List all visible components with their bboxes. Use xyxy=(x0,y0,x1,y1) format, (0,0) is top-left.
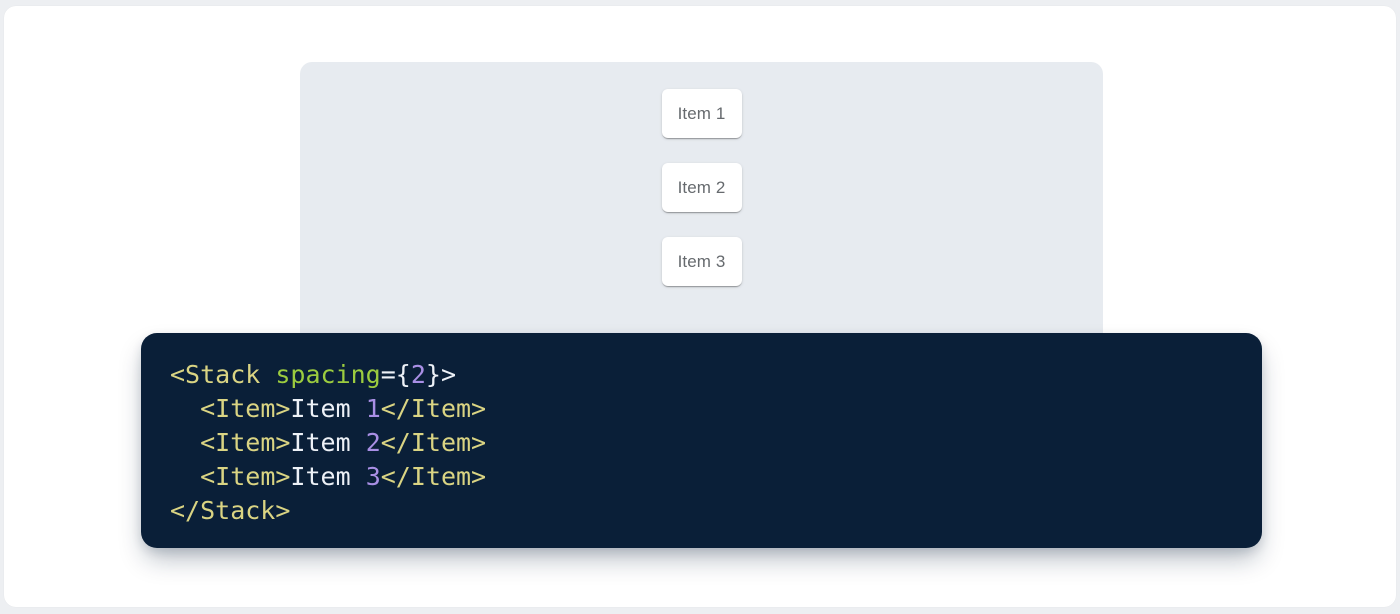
code-line: <Item>Item 1</Item> xyxy=(200,394,487,423)
stack-item-label: Item 2 xyxy=(677,177,726,197)
stack-item-label: Item 3 xyxy=(677,251,726,271)
code-line: <Item>Item 2</Item> xyxy=(200,428,487,457)
code-line: </Stack> xyxy=(170,496,291,525)
stack-item: Item 3 xyxy=(661,237,742,286)
stack-demo-panel: Item 1 Item 2 Item 3 xyxy=(300,62,1103,362)
code-line: <Item>Item 3</Item> xyxy=(200,462,487,491)
page-surface: Item 1 Item 2 Item 3 <Stack spacing={2}>… xyxy=(4,6,1396,607)
stack-item-label: Item 1 xyxy=(677,103,726,123)
code-block: <Stack spacing={2}> <Item>Item 1</Item> … xyxy=(141,333,1262,548)
code-line: <Stack spacing={2}> xyxy=(170,360,456,389)
code-content: <Stack spacing={2}> <Item>Item 1</Item> … xyxy=(170,358,1262,528)
stack-item: Item 1 xyxy=(661,89,742,138)
stack-item: Item 2 xyxy=(661,163,742,212)
